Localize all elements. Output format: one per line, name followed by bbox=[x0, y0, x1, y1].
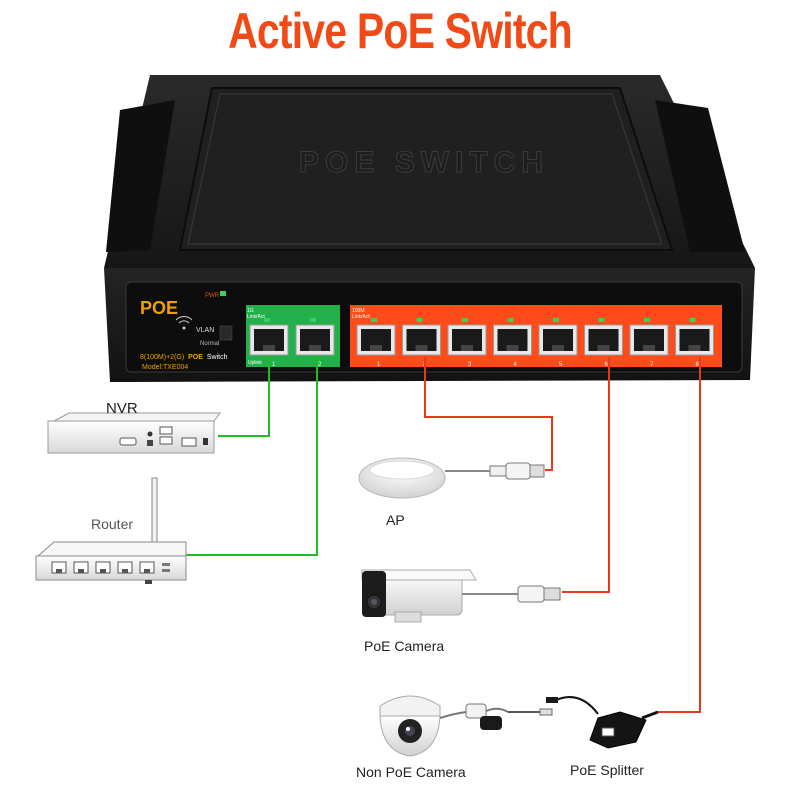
non-poe-camera-label: Non PoE Camera bbox=[356, 764, 466, 780]
poe-port-6-led bbox=[598, 318, 605, 322]
dc-plug-icon bbox=[546, 697, 558, 703]
poe-port-5 bbox=[538, 318, 578, 356]
ethernet-port-icon bbox=[95, 561, 111, 574]
switch-top-emboss-text: POE SWITCH bbox=[299, 146, 549, 179]
non-poe-camera-device bbox=[379, 695, 553, 757]
uplink-port-1-led bbox=[264, 318, 270, 322]
ap-label: AP bbox=[386, 512, 405, 528]
router-led bbox=[162, 569, 170, 572]
poe-port-8-led bbox=[689, 318, 696, 322]
model-spec-ports: 8(100M)+2(G) bbox=[140, 354, 184, 361]
model-name: Model:TXE004 bbox=[142, 364, 188, 371]
switch-right-slot bbox=[655, 100, 745, 252]
nvr-chassis bbox=[47, 420, 215, 454]
poe-port-number: 5 bbox=[559, 362, 563, 368]
model-spec-switch: Switch bbox=[207, 354, 228, 361]
poe-port-number: 4 bbox=[514, 362, 518, 368]
pwr-label: PWR bbox=[205, 293, 220, 299]
power-jack-icon bbox=[147, 431, 153, 437]
uplink-port-number: 2 bbox=[318, 362, 322, 368]
switch-top-emboss-panel bbox=[178, 87, 674, 251]
fast-link-label: Link/Act bbox=[352, 314, 370, 320]
poe-port-3 bbox=[447, 318, 487, 356]
cable-uplink-2-to-router bbox=[185, 357, 318, 556]
ethernet-port-icon bbox=[139, 561, 155, 574]
poe-port-2 bbox=[402, 318, 441, 356]
poe-port-1-led bbox=[371, 318, 377, 322]
headline: Active PoE Switch bbox=[228, 3, 573, 59]
rj45-plug-icon bbox=[505, 462, 531, 480]
poe-camera-device bbox=[361, 569, 561, 623]
cable-port8-to-splitter bbox=[658, 357, 701, 713]
dome-camera-cap bbox=[379, 695, 441, 717]
cables bbox=[185, 357, 701, 713]
poe-port-7 bbox=[629, 318, 669, 356]
ethernet-port-icon bbox=[601, 727, 615, 737]
poe-port-6 bbox=[584, 318, 623, 356]
poe-port-number: 3 bbox=[468, 362, 472, 368]
nvr-device bbox=[47, 412, 221, 454]
router-led bbox=[162, 563, 170, 566]
poe-port-number: 7 bbox=[650, 362, 654, 368]
uplink-port-2 bbox=[295, 318, 335, 356]
rj45-plug-icon bbox=[465, 703, 487, 719]
hdmi-port-icon bbox=[119, 437, 137, 446]
cable-port1-to-ap bbox=[424, 357, 553, 471]
cable-uplink-1-to-nvr bbox=[218, 357, 270, 437]
uplink-label: Uplink bbox=[248, 360, 262, 366]
poe-port-number: 1 bbox=[377, 362, 381, 368]
cable-port6-to-poe-camera bbox=[562, 357, 610, 593]
uplink-port-number: 1 bbox=[272, 362, 276, 368]
poe-port-1 bbox=[356, 318, 396, 356]
switch-left-slot bbox=[106, 100, 175, 252]
pwr-led bbox=[220, 291, 226, 296]
camera-lens-hood bbox=[362, 571, 386, 617]
router-device bbox=[35, 477, 187, 584]
router-label: Router bbox=[91, 516, 134, 532]
model-spec-line: 8(100M)+2(G) POE Switch bbox=[140, 354, 228, 361]
poe-splitter-label: PoE Splitter bbox=[570, 762, 644, 778]
router-ports bbox=[51, 561, 170, 574]
ap-device bbox=[358, 457, 545, 499]
vlan-label: VLAN bbox=[196, 327, 214, 334]
poe-port-2-led bbox=[416, 318, 423, 322]
uplink-port-1 bbox=[249, 318, 289, 356]
normal-label: Normal bbox=[200, 341, 219, 347]
nvr-label: NVR bbox=[106, 400, 138, 417]
reset-button-icon bbox=[147, 440, 153, 446]
poe-port-4 bbox=[493, 318, 532, 356]
switch-brand: POE bbox=[140, 298, 178, 318]
poe-port-number: 6 bbox=[605, 362, 609, 368]
uplink-port-2-led bbox=[310, 318, 316, 322]
poe-port-8 bbox=[675, 318, 714, 356]
poe-splitter-device bbox=[546, 696, 659, 749]
splitter-body bbox=[589, 711, 647, 749]
gigabit-group-label: 1G bbox=[247, 308, 254, 314]
poe-port-7-led bbox=[644, 318, 650, 322]
ethernet-port-icon bbox=[117, 561, 133, 574]
ethernet-port-icon bbox=[51, 561, 67, 574]
fast-group-label: 100M bbox=[352, 308, 365, 314]
poe-port-3-led bbox=[462, 318, 468, 322]
wifi-icon bbox=[175, 316, 193, 330]
ethernet-port-icon bbox=[181, 437, 197, 447]
gigabit-link-label: Link/Act bbox=[247, 314, 265, 320]
dc-plug-icon bbox=[480, 716, 502, 730]
vlan-switch bbox=[219, 325, 233, 341]
poe-switch: POE SWITCH POE PWR VLAN Normal 8(100M)+2… bbox=[104, 75, 755, 382]
rj45-plug-icon bbox=[517, 585, 545, 603]
ethernet-port-icon bbox=[73, 561, 89, 574]
usb-port-icon bbox=[159, 426, 173, 435]
model-spec-poe: POE bbox=[188, 354, 203, 361]
poe-port-4-led bbox=[507, 318, 514, 322]
poe-camera-label: PoE Camera bbox=[364, 638, 445, 654]
poe-port-5-led bbox=[553, 318, 559, 322]
poe-port-number: 8 bbox=[696, 362, 700, 368]
